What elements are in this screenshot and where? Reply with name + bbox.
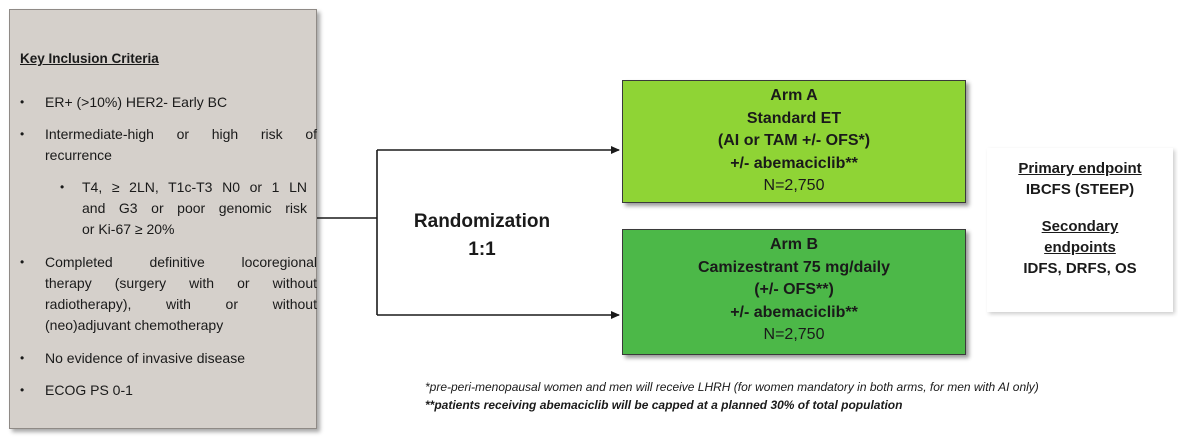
criterion-text: ECOG PS 0-1 bbox=[45, 382, 133, 398]
criterion-text: (neo)adjuvant chemotherapy bbox=[45, 317, 224, 333]
arm-a-title: Arm A bbox=[770, 87, 818, 104]
arm-b-title: Arm B bbox=[769, 236, 818, 253]
bullet-icon: • bbox=[20, 255, 25, 269]
criterion-text: therapy (surgery with or without bbox=[45, 275, 317, 291]
endpoints-panel: Primary endpoint IBCFS (STEEP) Secondary… bbox=[987, 148, 1173, 312]
bullet-icon: • bbox=[20, 127, 25, 141]
arm-a-addon: +/- abemaciclib** bbox=[730, 154, 858, 172]
arm-b-box: Arm B Camizestrant 75 mg/daily (+/- OFS*… bbox=[622, 229, 966, 355]
randomization-label: Randomization 1:1 bbox=[412, 208, 552, 264]
primary-endpoint-value: IBCFS (STEEP) bbox=[1025, 181, 1135, 198]
criterion-text: Completed definitive locoregional bbox=[45, 254, 317, 270]
arm-a-box: Arm A Standard ET (AI or TAM +/- OFS*) +… bbox=[622, 80, 966, 203]
inclusion-criteria-panel: Key Inclusion Criteria • ER+ (>10%) HER2… bbox=[9, 9, 317, 429]
criterion-text: and G3 or poor genomic risk bbox=[82, 200, 307, 216]
randomization-text: Randomization bbox=[413, 211, 551, 232]
criterion-text: ER+ (>10%) HER2- Early BC bbox=[45, 94, 228, 110]
secondary-endpoint-value: IDFS, DRFS, OS bbox=[1023, 260, 1137, 277]
criterion-text: Intermediate-high or high risk of bbox=[45, 126, 317, 142]
criterion-text: or Ki-67 ≥ 20% bbox=[82, 221, 175, 237]
primary-endpoint-label: Primary endpoint bbox=[1018, 160, 1142, 177]
criterion-text: T4, ≥ 2LN, T1c-T3 N0 or 1 LN bbox=[82, 179, 307, 195]
footnote-abemaciclib-cap: **patients receiving abemaciclib will be… bbox=[425, 398, 903, 412]
inclusion-criteria-title: Key Inclusion Criteria bbox=[20, 51, 159, 66]
secondary-endpoint-label: Secondary bbox=[1041, 218, 1119, 235]
arm-b-addon: +/- abemaciclib** bbox=[730, 303, 858, 321]
arm-a-regimen: (AI or TAM +/- OFS*) bbox=[717, 132, 871, 149]
criterion-text: recurrence bbox=[45, 147, 112, 163]
secondary-endpoint-label: endpoints bbox=[1044, 239, 1116, 256]
arm-a-treatment: Standard ET bbox=[746, 109, 842, 127]
bullet-icon: • bbox=[20, 351, 25, 365]
criterion-text: radiotherapy), with or without bbox=[45, 296, 317, 312]
randomization-ratio: 1:1 bbox=[468, 239, 496, 260]
criterion-text: No evidence of invasive disease bbox=[45, 350, 246, 366]
arm-b-regimen: (+/- OFS**) bbox=[754, 281, 834, 298]
footnote-lhrh: *pre-peri-menopausal women and men will … bbox=[425, 380, 1039, 394]
bullet-icon: • bbox=[60, 180, 65, 194]
bullet-icon: • bbox=[20, 95, 25, 109]
arm-b-sample-size: N=2,750 bbox=[763, 326, 825, 343]
arm-b-treatment: Camizestrant 75 mg/daily bbox=[697, 258, 891, 276]
arm-a-sample-size: N=2,750 bbox=[763, 177, 825, 194]
bullet-icon: • bbox=[20, 383, 25, 397]
